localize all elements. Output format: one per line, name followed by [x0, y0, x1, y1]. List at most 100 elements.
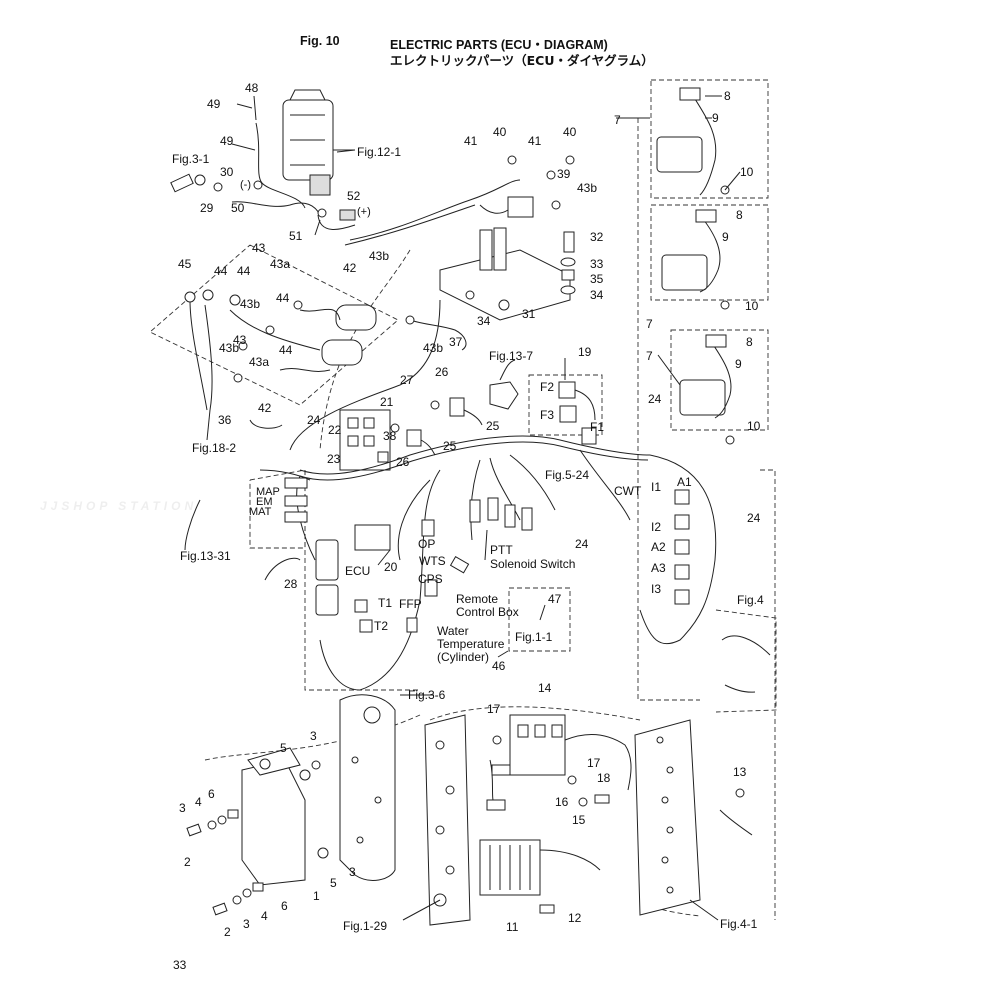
watermark: JJSHOP STATION	[40, 499, 197, 513]
part-31: 31	[522, 307, 536, 321]
label-t1: T1	[378, 596, 392, 610]
part-36: 36	[218, 413, 232, 427]
label-i3: I3	[651, 582, 661, 596]
cable-37	[405, 315, 467, 351]
part-18: 18	[597, 771, 611, 785]
note-cylinder: (Cylinder)	[437, 650, 489, 664]
part-34a: 34	[590, 288, 604, 302]
part-9c: 9	[735, 357, 742, 371]
water-temp-sensor	[449, 555, 470, 574]
part-46d: 44	[279, 343, 293, 357]
part-7a: 7	[614, 113, 621, 127]
note-solenoid: Solenoid Switch	[490, 557, 575, 571]
ref-fig12-1: Fig.12-1	[357, 145, 401, 159]
fig4-part	[721, 635, 771, 693]
label-cwt: CWT	[614, 484, 642, 498]
part-53: 51	[289, 229, 303, 243]
frame-fig1-1	[508, 587, 571, 652]
label-f2: F2	[540, 380, 554, 394]
bolts-32-35	[560, 231, 576, 295]
part-22: 22	[328, 423, 342, 437]
label-a3: A3	[651, 561, 666, 575]
part-44: 43b	[240, 297, 260, 311]
part-24d: 24	[575, 537, 589, 551]
label-a1: A1	[677, 475, 692, 489]
frame-ignition-coils	[637, 79, 769, 701]
label-i1: I1	[651, 480, 661, 494]
cylinder-block	[424, 714, 471, 926]
note-water: Water	[437, 624, 469, 638]
label-wts: WTS	[419, 554, 446, 568]
part-43a-top: 43	[252, 241, 266, 255]
part-12: 12	[568, 911, 582, 925]
rectifier-regulator	[479, 839, 601, 896]
part-54: 52	[347, 189, 361, 203]
label-t2: T2	[374, 619, 388, 633]
part-46c: 44	[276, 291, 290, 305]
part-45b: 43b	[369, 249, 389, 263]
label-ffp: FFP	[399, 597, 422, 611]
bracket	[439, 227, 571, 321]
clamps	[390, 397, 483, 456]
part-24c: 24	[747, 511, 761, 525]
ref-fig4-1: Fig.4-1	[720, 917, 758, 931]
frame-fig4	[715, 609, 777, 713]
part-10b: 10	[745, 299, 759, 313]
part-7c: 7	[646, 349, 653, 363]
part-52: 50	[231, 201, 245, 215]
part-2a: 2	[184, 855, 191, 869]
wire-labels: MAP EM MAT ECU OP WTS CPS FFP T1 T2 F1 F…	[249, 380, 692, 633]
part-43a-bot: 43	[233, 333, 247, 347]
part-8b: 8	[736, 208, 743, 222]
note-temperature: Temperature	[437, 637, 505, 651]
note-remote: Remote	[456, 592, 498, 606]
part-45c: 43b	[219, 341, 239, 355]
part-7b: 7	[646, 317, 653, 331]
label-em: EM	[256, 496, 273, 508]
part-17b: 17	[587, 756, 601, 770]
part-4b: 4	[261, 909, 268, 923]
frame-ecu-harness	[249, 469, 420, 691]
engine-side-plate	[339, 694, 396, 881]
ref-fig3-6: Fig.3-6	[408, 688, 446, 702]
part-6a: 6	[208, 787, 215, 801]
ptt-connectors	[469, 497, 533, 531]
part-50: 48	[245, 81, 259, 95]
part-45a: 43b	[577, 181, 597, 195]
ref-fig1-29: Fig.1-29	[343, 919, 387, 933]
part-9a: 9	[712, 111, 719, 125]
title-en: ELECTRIC PARTS (ECU・DIAGRAM)	[390, 38, 608, 52]
part-46a: 44	[214, 264, 228, 278]
part-4a: 4	[195, 795, 202, 809]
part-21: 21	[380, 395, 394, 409]
ground-cable	[184, 289, 283, 429]
part-11: 11	[506, 920, 519, 934]
note-control-box: Control Box	[456, 605, 519, 619]
part-28: 28	[284, 577, 298, 591]
part-51b: 49	[220, 134, 234, 148]
label-f3: F3	[540, 408, 554, 422]
part-23: 23	[327, 452, 341, 466]
part-43: 42	[343, 261, 357, 275]
label-plus: (+)	[357, 206, 371, 218]
part-19: 19	[578, 345, 592, 359]
part-number-labels: 49 48 49 30 29 50 51 52 (-) (+) 41 40 41…	[178, 81, 761, 939]
part-40b: 40	[563, 125, 577, 139]
part-3d: 3	[243, 917, 250, 931]
part-14: 14	[538, 681, 552, 695]
part-6b: 6	[281, 899, 288, 913]
coil-connectors	[674, 489, 690, 605]
sensor-connectors	[259, 469, 311, 523]
part-40a: 40	[493, 125, 507, 139]
sensor-13-7	[489, 359, 519, 410]
part-26b: 26	[396, 455, 410, 469]
ignition-coil-1	[656, 87, 730, 196]
part-8c: 8	[746, 335, 753, 349]
label-minus: (-)	[240, 179, 251, 191]
ref-fig18-2: Fig.18-2	[192, 441, 236, 455]
battery-cables	[231, 122, 356, 230]
part-42: 42	[258, 401, 272, 415]
part-43b-top: 43a	[270, 257, 290, 271]
part-20: 20	[384, 560, 398, 574]
part-39: 39	[557, 167, 571, 181]
